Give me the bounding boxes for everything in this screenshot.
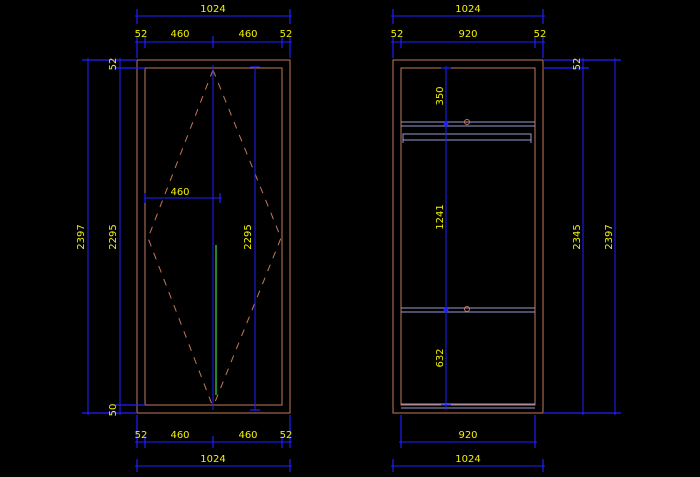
interior-cabinet-inner-frame [400,67,536,406]
front-top-right-door-label: 460 [238,29,257,40]
interior-bottom-inner-width-label: 920 [458,430,477,441]
interior-top-right-edge-label: 52 [534,29,547,40]
front-top-left-edge-label: 52 [135,29,148,40]
interior-outer-height-label: 2397 [604,224,615,249]
hanging-rail [402,133,532,141]
interior-top-overall-width-label: 1024 [455,4,480,15]
front-inner-height-label: 2295 [108,224,119,249]
front-view: 1024 52 460 460 52 52 460 460 52 1024 46… [76,4,292,472]
front-top-panel-label: 52 [108,58,119,71]
front-bottom-left-door-label: 460 [170,430,189,441]
front-cabinet-outer-frame [136,59,291,414]
interior-top-left-edge-label: 52 [391,29,404,40]
left-door-swing-lines [147,69,214,408]
right-door-swing-lines [212,69,282,408]
middle-gap-label: 1241 [435,204,446,229]
interior-bottom-overall-width-label: 1024 [455,454,480,465]
front-top-overall-width-label: 1024 [200,4,225,15]
interior-top-panel-label: 52 [572,58,583,71]
shelf-pin-top [464,119,470,125]
front-top-right-edge-label: 52 [280,29,293,40]
front-bottom-left-edge-label: 52 [135,430,148,441]
front-bottom-right-edge-label: 52 [280,430,293,441]
front-inner-door-width-label: 460 [170,187,189,198]
front-door-height-label: 2295 [243,224,254,249]
front-bottom-overall-width-label: 1024 [200,454,225,465]
interior-top-inner-width-label: 920 [458,29,477,40]
front-bottom-panel-label: 50 [108,404,119,417]
lower-gap-label: 632 [435,348,446,367]
front-bottom-right-door-label: 460 [238,430,257,441]
shelf-pin-middle [464,306,470,312]
interior-view: 1024 52 920 52 920 1024 350 1241 632 52 … [391,4,621,472]
front-top-left-door-label: 460 [170,29,189,40]
top-shelf-gap-label: 350 [435,86,446,105]
interior-inner-height-label: 2345 [572,224,583,249]
interior-cabinet-outer-frame [392,59,544,414]
front-outer-height-label: 2397 [76,224,87,249]
